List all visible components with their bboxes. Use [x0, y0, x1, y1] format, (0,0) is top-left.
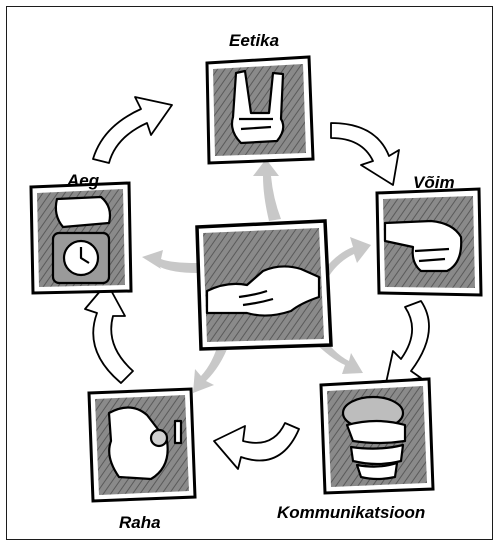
- label-aeg: Aeg: [67, 171, 100, 190]
- pointing-hand-icon: [383, 219, 463, 273]
- outer-arrow-kommunikatsioon-to-raha: [213, 422, 300, 470]
- inner-arrow-to-left: [142, 250, 197, 273]
- cycle-diagram: [29, 55, 483, 503]
- outer-arrow-raha-to-aeg: [84, 282, 134, 384]
- label-voim: Võim: [413, 173, 455, 192]
- voim-tile: [375, 187, 483, 297]
- inner-arrow-to-bottom-left: [193, 341, 229, 393]
- label-eetika: Eetika: [229, 31, 280, 50]
- hand-rock-sign-icon: [230, 69, 285, 145]
- handshake-tile: [195, 219, 333, 351]
- kommunikatsioon-tile: [319, 377, 435, 495]
- inner-arrow-to-right: [323, 237, 371, 276]
- outer-arrow-eetika-to-voim: [330, 122, 400, 186]
- eetika-tile: [205, 55, 315, 165]
- hand-with-clock-icon: [51, 195, 112, 285]
- hand-over-mouth-icon: [341, 395, 407, 481]
- inner-arrow-to-top: [253, 159, 281, 221]
- outer-arrow-voim-to-kommunikatsioon: [385, 300, 430, 384]
- handshake-icon: [205, 265, 321, 317]
- label-kommunikatsioon: Kommunikatsioon: [277, 503, 426, 522]
- label-raha: Raha: [119, 513, 161, 532]
- diagram-frame: Eetika Võim Kommunikatsioon Raha Aeg: [6, 6, 493, 540]
- hand-with-coin-icon: [107, 406, 183, 481]
- raha-tile: [87, 387, 197, 503]
- outer-arrow-aeg-to-eetika: [92, 96, 173, 164]
- aeg-tile: [29, 181, 133, 295]
